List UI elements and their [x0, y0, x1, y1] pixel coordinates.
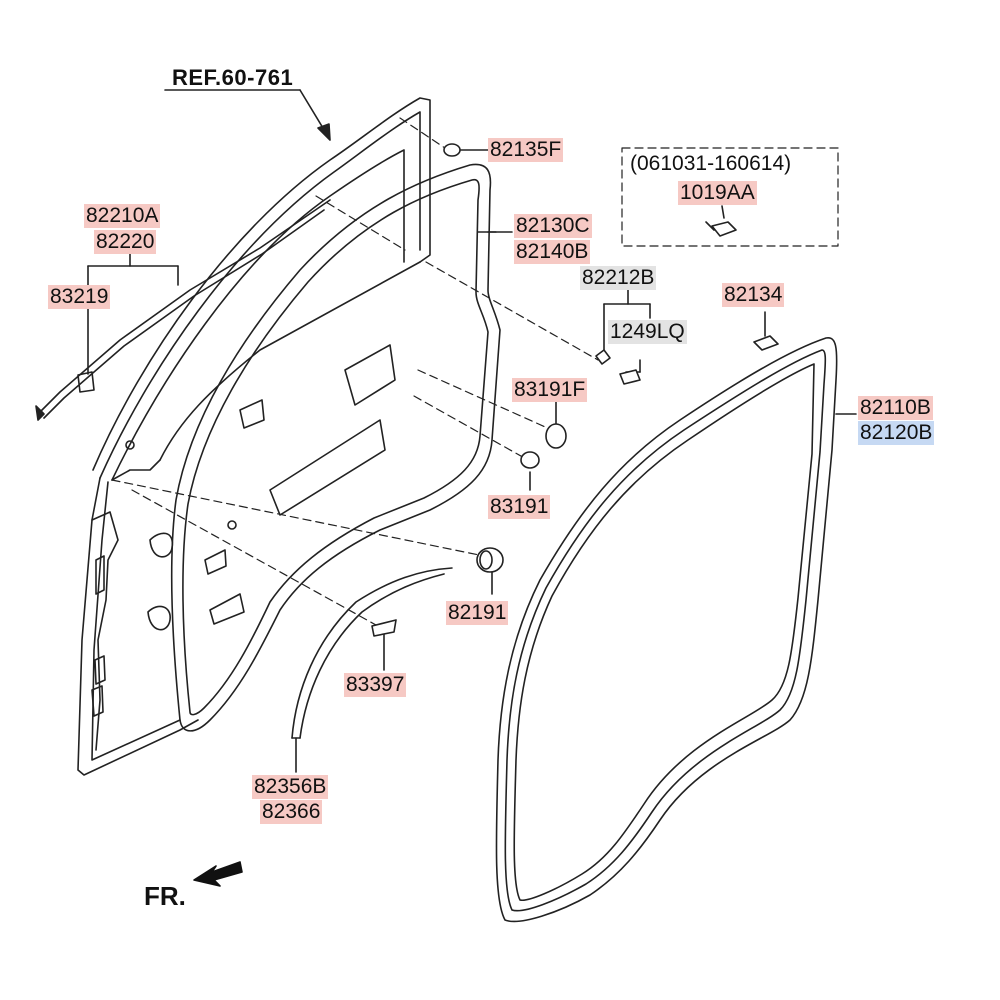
part-82356B-label: 82356B	[252, 775, 329, 799]
part-82135F-label: 82135F	[488, 138, 564, 162]
part-1249LQ-label: 1249LQ	[608, 320, 687, 344]
part-82366-label: 82366	[260, 800, 323, 824]
front-direction-label: FR.	[144, 881, 186, 911]
ref-pointer	[164, 89, 331, 141]
part-1019AA-label: 1019AA	[678, 181, 757, 205]
label-leaders	[87, 149, 857, 773]
ref-label: REF.60-761	[172, 65, 294, 90]
glass-run-channel	[35, 199, 331, 421]
part-82134-label: 82134	[722, 283, 785, 307]
part-83191F-label: 83191F	[512, 378, 588, 402]
body-weatherstrip	[495, 337, 838, 923]
part-83191-label: 83191	[488, 495, 551, 519]
part-82220-label: 82220	[94, 230, 157, 254]
lower-trim-strip	[291, 567, 453, 739]
part-83397-label: 83397	[344, 673, 407, 697]
production-date-range: (061031-160614)	[630, 152, 792, 175]
part-82130C-label: 82130C	[514, 214, 592, 238]
part-82210A-label: 82210A	[84, 204, 161, 228]
part-82212B-label: 82212B	[580, 266, 657, 290]
dashed-leaders	[111, 117, 839, 626]
part-82120B-label: 82120B	[858, 421, 935, 445]
part-82191-label: 82191	[446, 601, 509, 625]
part-83219-label: 83219	[48, 285, 111, 309]
arrow-left-down-icon	[193, 861, 243, 887]
part-82140B-label: 82140B	[514, 240, 591, 264]
part-82110B-label: 82110B	[858, 396, 933, 420]
fasteners	[371, 143, 779, 637]
